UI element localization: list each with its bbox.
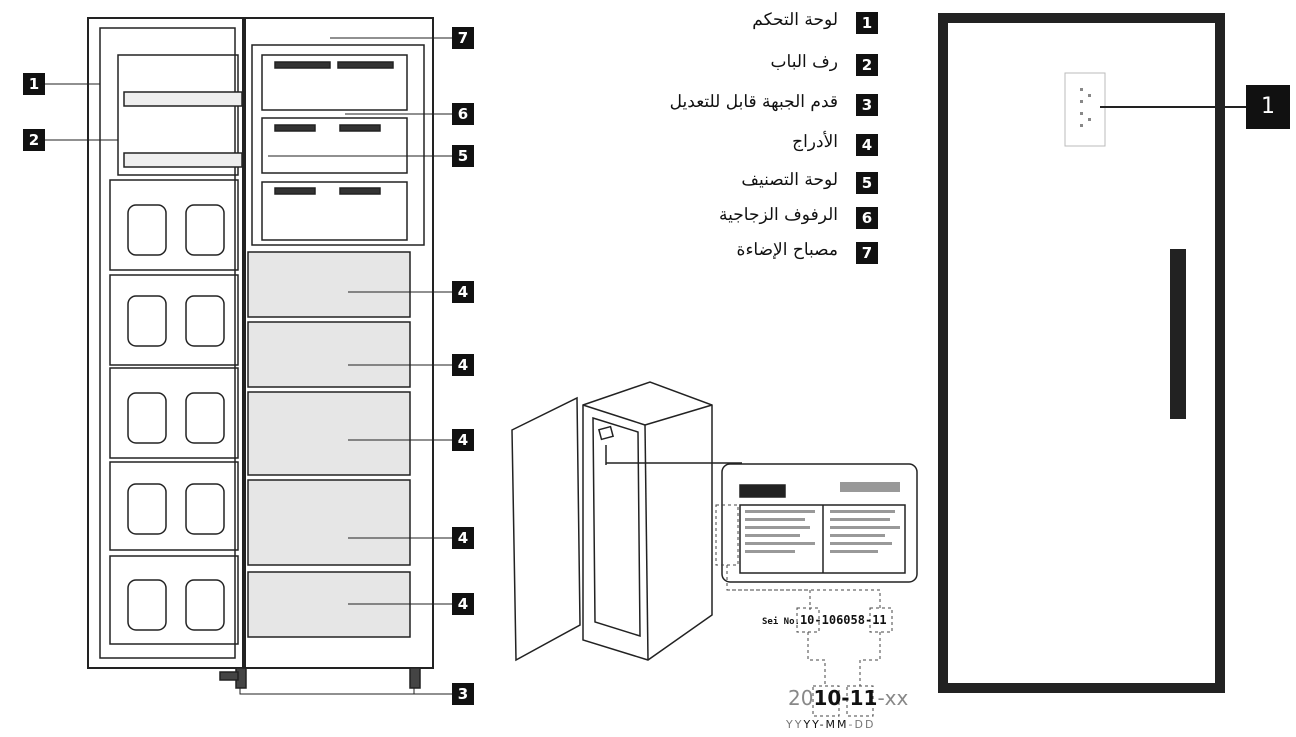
callout-3-adjustable-foot: 3 (452, 683, 474, 705)
legend-number: 6 (856, 207, 878, 229)
date-format-part: YY-MM (803, 718, 849, 731)
legend-label: رف الباب (770, 52, 838, 72)
callout-7-light: 7 (452, 27, 474, 49)
serial-month: 11 (872, 613, 887, 627)
serial-year: 10 (799, 613, 815, 627)
serial-middle: -106058- (814, 613, 873, 627)
date-format: YYYY-MM-DD (786, 718, 875, 731)
front-view-callout-1: 1 (1246, 85, 1290, 129)
date-day: xx (884, 686, 909, 710)
legend-number: 3 (856, 94, 878, 116)
callout-4-drawer: 4 (452, 354, 474, 376)
legend-label: مصباح الإضاءة (736, 240, 838, 260)
callout-4-drawer: 4 (452, 429, 474, 451)
legend-label: الأدراج (792, 132, 838, 152)
callout-5-rating-plate: 5 (452, 145, 474, 167)
callout-2-door-shelf: 2 (23, 129, 45, 151)
date-year: 10 (813, 686, 842, 710)
serial-number: Sei No.10-106058-11 (762, 613, 887, 627)
legend-label: قدم الجبهة قابل للتعديل (669, 92, 838, 112)
callout-1-control-panel: 1 (23, 73, 45, 95)
callout-4-drawer: 4 (452, 593, 474, 615)
legend-number: 1 (856, 12, 878, 34)
legend-number: 5 (856, 172, 878, 194)
legend-item: لوحة التصنيف 5 (560, 170, 890, 198)
legend-number: 4 (856, 134, 878, 156)
date-month: 11 (849, 686, 878, 710)
legend-label: لوحة التحكم (752, 10, 838, 30)
date-sep: - (877, 686, 885, 710)
callout-4-drawer: 4 (452, 527, 474, 549)
date-format-part: YY (786, 718, 804, 731)
legend-item: الأدراج 4 (560, 132, 890, 160)
callout-4-drawer: 4 (452, 281, 474, 303)
legend-item: رف الباب 2 (560, 52, 890, 80)
legend-label: لوحة التصنيف (741, 170, 838, 190)
date-format-part: -DD (848, 718, 876, 731)
date-sep: - (841, 686, 850, 710)
serial-prefix: Sei No. (762, 617, 800, 627)
date-prefix: 20 (788, 686, 814, 710)
legend-label: الرفوف الزجاجية (719, 205, 838, 225)
manufacture-date: 2010-11-xx (788, 686, 908, 710)
legend-item: الرفوف الزجاجية 6 (560, 205, 890, 233)
legend-item: لوحة التحكم 1 (560, 10, 890, 38)
callout-6-glass-shelves: 6 (452, 103, 474, 125)
legend-item: مصباح الإضاءة 7 (560, 240, 890, 268)
legend-number: 2 (856, 54, 878, 76)
legend-number: 7 (856, 242, 878, 264)
legend-item: قدم الجبهة قابل للتعديل 3 (560, 92, 890, 120)
